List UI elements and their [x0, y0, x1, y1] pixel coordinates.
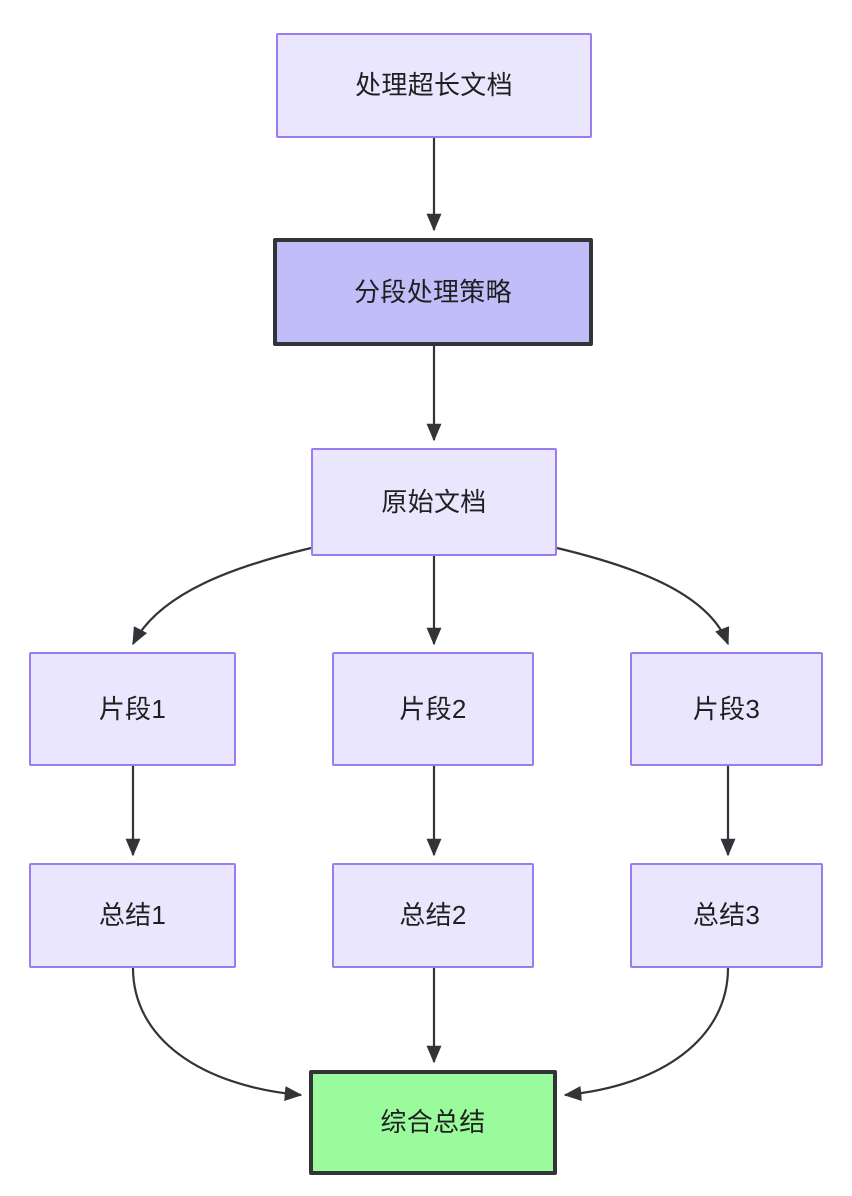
node-label: 处理超长文档: [355, 70, 513, 101]
node-label: 片段2: [399, 693, 467, 724]
edge-source-to-fragment1: [132, 546, 312, 646]
edge-summary3-to-final: [563, 967, 730, 1101]
node-fragment-1[interactable]: 片段1: [29, 652, 236, 766]
edge-source-to-fragment3: [556, 546, 730, 646]
node-chunked-processing-strategy[interactable]: 分段处理策略: [273, 238, 593, 346]
node-label: 总结3: [692, 900, 761, 931]
node-summary-2[interactable]: 总结2: [332, 863, 534, 968]
node-comprehensive-summary[interactable]: 综合总结: [309, 1070, 557, 1175]
node-label: 片段1: [98, 693, 167, 724]
node-label: 综合总结: [380, 1107, 486, 1138]
node-label: 总结2: [399, 900, 467, 931]
node-label: 片段3: [692, 693, 761, 724]
node-label: 原始文档: [381, 486, 487, 517]
node-label: 总结1: [98, 900, 167, 931]
edge-summary1-to-final: [131, 967, 303, 1101]
node-fragment-2[interactable]: 片段2: [332, 652, 534, 766]
node-label: 分段处理策略: [354, 276, 512, 307]
node-process-long-document[interactable]: 处理超长文档: [276, 33, 592, 138]
node-fragment-3[interactable]: 片段3: [630, 652, 823, 766]
node-summary-1[interactable]: 总结1: [29, 863, 236, 968]
node-summary-3[interactable]: 总结3: [630, 863, 823, 968]
node-source-document[interactable]: 原始文档: [311, 448, 557, 556]
